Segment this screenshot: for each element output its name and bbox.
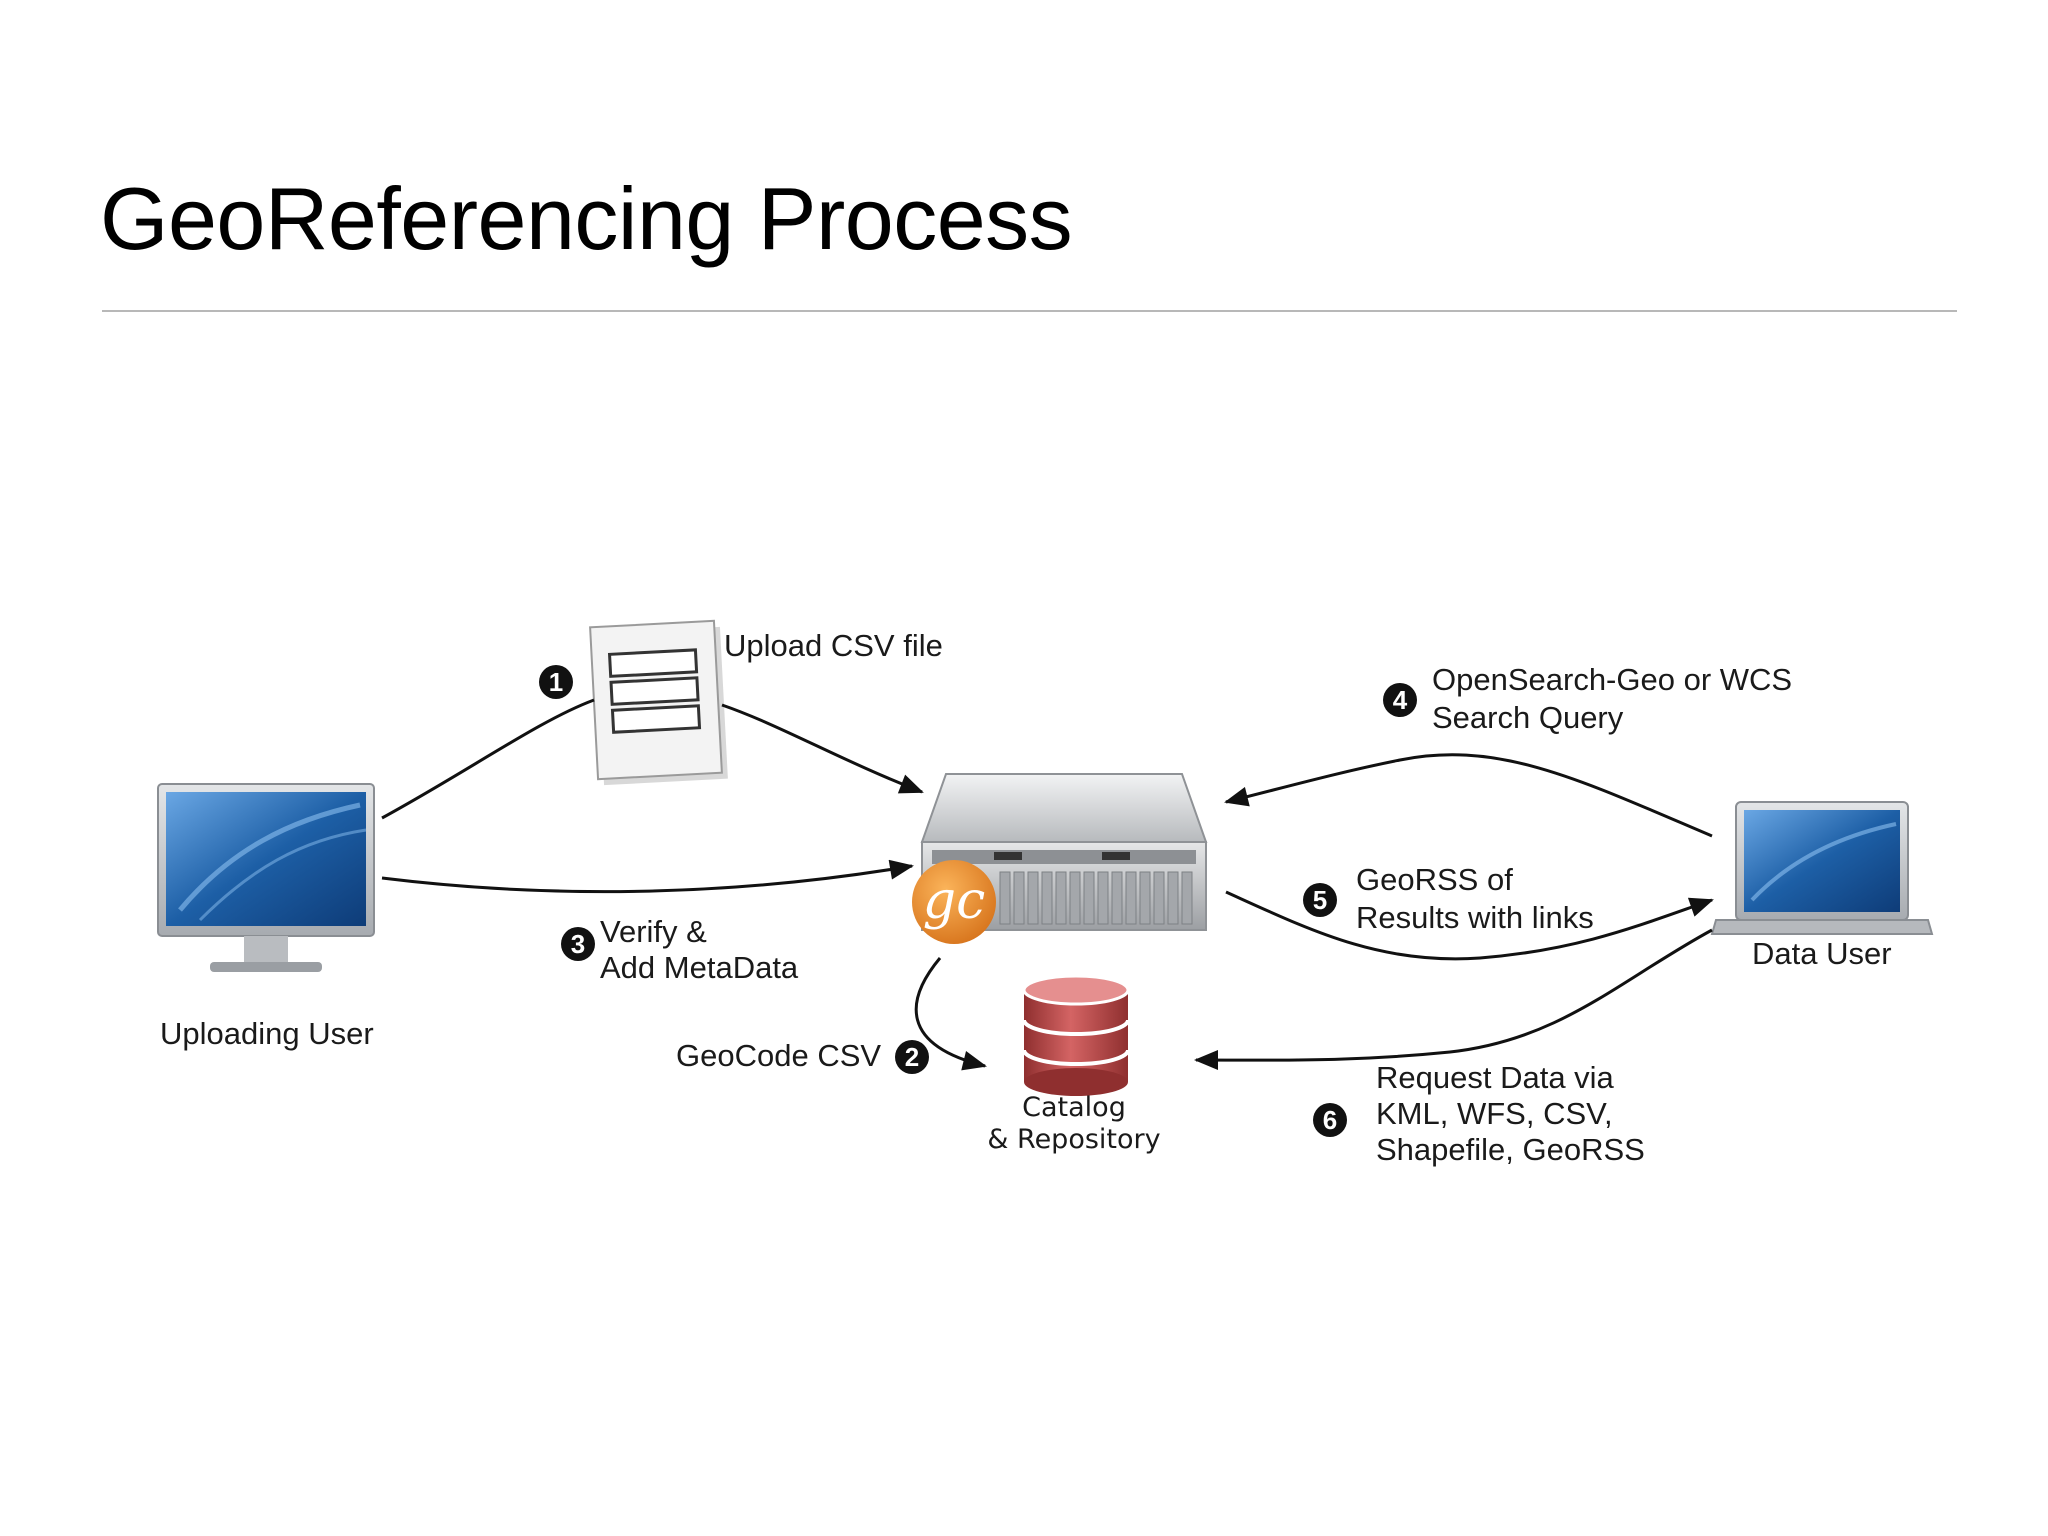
step-6-label-line1: Request Data via — [1376, 1060, 1615, 1095]
gc-logo-text: gc — [923, 871, 985, 931]
step-5-badge: 5 — [1303, 883, 1337, 917]
laptop-icon — [1710, 801, 1934, 935]
svg-text:1: 1 — [549, 667, 563, 697]
step-5-label-line1: GeoRSS of — [1356, 862, 1513, 897]
step-1-label: Upload CSV file — [724, 628, 943, 663]
svg-text:2: 2 — [905, 1042, 919, 1072]
step-4-badge: 4 — [1383, 683, 1417, 717]
step-3-label-line2: Add MetaData — [600, 950, 799, 985]
step-2-label: GeoCode CSV — [676, 1038, 881, 1073]
uploading-user-label: Uploading User — [160, 1016, 374, 1051]
title-divider — [102, 310, 1957, 312]
step-5-label-line2: Results with links — [1356, 900, 1594, 935]
csv-document-icon — [589, 619, 728, 786]
page-title: GeoReferencing Process — [100, 169, 1073, 268]
step-1-badge: 1 — [539, 665, 573, 699]
step-6-label-line3: Shapefile, GeoRSS — [1376, 1132, 1645, 1167]
step-3-badge: 3 — [561, 927, 595, 961]
gc-logo: gc — [912, 860, 996, 944]
svg-text:6: 6 — [1323, 1105, 1337, 1135]
catalog-label-line2: & Repository — [987, 1124, 1160, 1155]
svg-text:4: 4 — [1393, 685, 1408, 715]
svg-text:3: 3 — [571, 929, 585, 959]
step-6-label-line2: KML, WFS, CSV, — [1376, 1096, 1613, 1131]
data-user-label: Data User — [1752, 936, 1892, 971]
database-icon — [1022, 974, 1130, 1096]
step-2-badge: 2 — [895, 1040, 929, 1074]
step-4-label-line1: OpenSearch-Geo or WCS — [1432, 662, 1792, 697]
monitor-icon — [157, 783, 375, 972]
step-3-label-line1: Verify & — [600, 914, 707, 949]
step-6-badge: 6 — [1313, 1103, 1347, 1137]
step-4-label-line2: Search Query — [1432, 700, 1624, 735]
catalog-label-line1: Catalog — [1022, 1092, 1126, 1123]
svg-text:5: 5 — [1313, 885, 1327, 915]
